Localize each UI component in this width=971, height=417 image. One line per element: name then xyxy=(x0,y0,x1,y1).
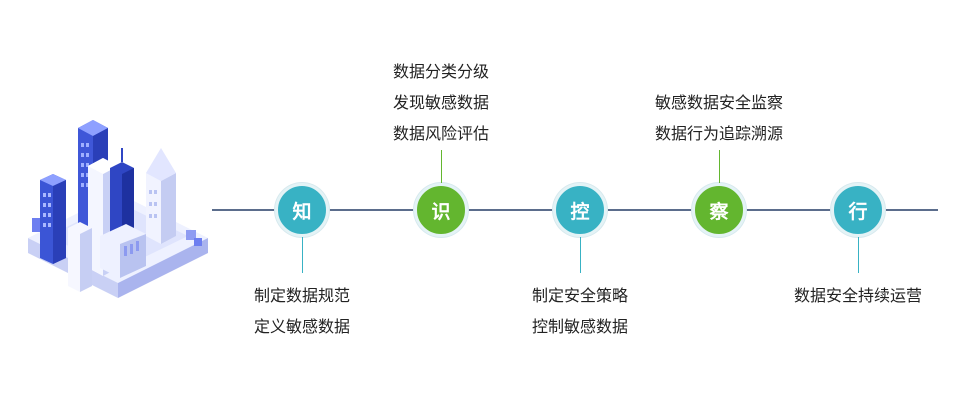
step-label-group-2: 数据分类分级发现敏感数据数据风险评估 xyxy=(331,56,551,149)
step-label-item: 数据分类分级 xyxy=(392,62,489,81)
step-label-item: 制定数据规范 xyxy=(253,286,350,305)
step-label-item: 定义敏感数据 xyxy=(253,317,350,336)
step-label-group-4: 敏感数据安全监察数据行为追踪溯源 xyxy=(609,87,829,149)
step-label-item: 敏感数据安全监察 xyxy=(654,93,783,112)
step-label-group-1: 制定数据规范定义敏感数据 xyxy=(192,280,412,342)
step-node-1: 知 xyxy=(275,183,329,237)
city-buildings-illustration xyxy=(28,120,208,298)
step-connector-4 xyxy=(718,150,720,183)
step-label-item: 数据行为追踪溯源 xyxy=(654,124,783,143)
step-connector-3 xyxy=(579,237,581,273)
step-connector-1 xyxy=(301,237,303,273)
step-connector-2 xyxy=(440,150,442,183)
step-label-item: 发现敏感数据 xyxy=(392,93,489,112)
step-label-group-5: 数据安全持续运营 xyxy=(748,280,968,311)
step-label-item: 制定安全策略 xyxy=(531,286,628,305)
step-node-3: 控 xyxy=(553,183,607,237)
step-node-2: 识 xyxy=(414,183,468,237)
step-label-item: 控制敏感数据 xyxy=(531,317,628,336)
step-connector-5 xyxy=(857,237,859,273)
step-node-5: 行 xyxy=(831,183,885,237)
step-node-4: 察 xyxy=(692,183,746,237)
step-label-group-3: 制定安全策略控制敏感数据 xyxy=(470,280,690,342)
step-label-item: 数据风险评估 xyxy=(392,124,489,143)
step-label-item: 数据安全持续运营 xyxy=(793,286,922,305)
